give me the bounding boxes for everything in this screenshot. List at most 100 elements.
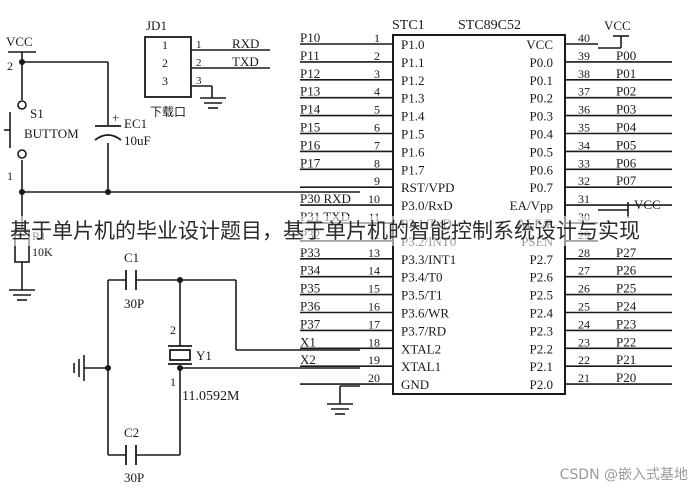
mcu-pin-name-13: P3.3/INT1	[401, 252, 456, 267]
mcu-net-24: P23	[616, 316, 636, 331]
vcc-symbol-pin40	[598, 35, 629, 49]
mcu-pin-name-34: P0.5	[530, 144, 553, 159]
mcu-net-18: X1	[300, 334, 316, 349]
mcu-pin-name-16: P3.6/WR	[401, 306, 449, 321]
mcu-pin-name-4: P1.3	[401, 91, 424, 106]
mcu-pin-number-37: 37	[578, 85, 590, 99]
mcu-pin-name-3: P1.2	[401, 73, 424, 88]
mcu-net-38: P01	[616, 66, 636, 81]
mcu-pin-name-37: P0.2	[530, 91, 553, 106]
mcu-net-19: X2	[300, 352, 316, 367]
mcu-net-23: P22	[616, 334, 636, 349]
mcu-pin-name-14: P3.4/T0	[401, 270, 443, 285]
cap-c1-ref: C1	[124, 250, 139, 265]
mcu-pin-number-15: 15	[368, 282, 380, 296]
mcu-pin-number-26: 26	[578, 282, 590, 296]
mcu-body	[392, 34, 566, 395]
mcu-pin-number-39: 39	[578, 49, 590, 63]
mcu-net-14: P34	[300, 263, 321, 278]
mcu-net-2: P11	[300, 48, 320, 63]
vcc-symbol-pin31	[598, 202, 629, 218]
mcu-pin-name-20: GND	[401, 377, 429, 392]
mcu-pin-name-22: P2.1	[530, 359, 553, 374]
header-pin-2: 2	[162, 56, 168, 70]
mcu-pin-number-6: 6	[374, 121, 380, 135]
cap-c1-icon	[125, 270, 137, 290]
mcu-net-13: P33	[300, 245, 320, 260]
mcu-pin-number-24: 24	[578, 317, 590, 331]
mcu-net-33: P06	[616, 155, 637, 170]
junction-osc-c1	[177, 277, 183, 283]
mcu-pin-number-33: 33	[578, 156, 590, 170]
switch-pin-1: 1	[7, 169, 13, 183]
cap-c2-icon	[125, 445, 137, 465]
mcu-pin-name-40: VCC	[526, 37, 553, 52]
mcu-pin-number-9: 9	[374, 174, 380, 188]
junction-osc-gnd	[105, 365, 111, 371]
mcu-net-22: P21	[616, 352, 636, 367]
header-label: 下载口	[150, 105, 186, 119]
resistor-value: 10K	[32, 245, 53, 259]
mcu-pin-name-28: P2.7	[530, 252, 554, 267]
cap-ec1-value: 10uF	[124, 133, 151, 148]
mcu-pin-number-13: 13	[368, 246, 380, 260]
mcu-pin-number-8: 8	[374, 156, 380, 170]
cap-c1-value: 30P	[124, 296, 144, 311]
mcu-pin-name-23: P2.2	[530, 341, 553, 356]
junction-reset-mid	[19, 189, 25, 195]
junction-osc-c2	[177, 365, 183, 371]
mcu-pin-number-1: 1	[374, 31, 380, 45]
mcu-pin-name-1: P1.0	[401, 37, 424, 52]
mcu-net-15: P35	[300, 281, 320, 296]
mcu-pin-number-7: 7	[374, 138, 380, 152]
cap-c2-value: 30P	[124, 470, 144, 485]
mcu-net-3: P12	[300, 66, 320, 81]
osc-ground-icon	[73, 355, 85, 381]
mcu-pin-name-5: P1.4	[401, 109, 425, 124]
mcu-pin-name-27: P2.6	[530, 270, 554, 285]
cap-ec1-icon	[94, 125, 122, 141]
mcu-pin-name-24: P2.3	[530, 323, 553, 338]
mcu-pin-number-23: 23	[578, 335, 590, 349]
mcu-net-34: P05	[616, 137, 636, 152]
mcu-net-5: P14	[300, 102, 321, 117]
crystal-pin-2: 2	[170, 323, 176, 337]
header-net-rxd: RXD	[232, 36, 259, 51]
mcu-net-7: P16	[300, 137, 321, 152]
mcu-pin-number-31: 31	[578, 192, 590, 206]
header-ground-icon	[200, 97, 226, 109]
mcu-pin-number-35: 35	[578, 121, 590, 135]
mcu-net-21: P20	[616, 370, 636, 385]
mcu-pin-number-22: 22	[578, 353, 590, 367]
mcu-net-26: P25	[616, 281, 636, 296]
header-net-txd: TXD	[232, 54, 259, 69]
mcu-pin-name-10: P3.0/RxD	[401, 198, 453, 213]
mcu-pin-name-8: P1.7	[401, 162, 425, 177]
mcu-pin-name-9: RST/VPD	[401, 180, 454, 195]
header-ref: JD1	[146, 18, 167, 33]
mcu-pin-name-15: P3.5/T1	[401, 288, 443, 303]
mcu-pin-number-40: 40	[578, 31, 590, 45]
mcu-pin-number-34: 34	[578, 138, 590, 152]
mcu-pin-number-10: 10	[368, 192, 380, 206]
vcc-label-reset: VCC	[6, 34, 33, 49]
mcu-net-1: P10	[300, 30, 320, 45]
mcu-pin-name-26: P2.5	[530, 288, 553, 303]
switch-pin-2: 2	[7, 59, 13, 73]
mcu-pin-name-21: P2.0	[530, 377, 553, 392]
cap-ec1-polarity: +	[112, 110, 119, 125]
switch-s1-icon	[4, 100, 27, 159]
mcu-pin-number-14: 14	[368, 264, 380, 278]
mcu-gnd-wire	[339, 385, 360, 404]
header-wires	[191, 49, 270, 98]
mcu-pin-number-19: 19	[368, 353, 380, 367]
mcu-net-28: P27	[616, 245, 637, 260]
mcu-pin-name-38: P0.1	[530, 73, 553, 88]
overlay-title: 基于单片机的毕业设计题目，基于单片机的智能控制系统设计与实现	[10, 216, 694, 246]
mcu-pin-number-32: 32	[578, 174, 590, 188]
mcu-pin-name-18: XTAL2	[401, 341, 441, 356]
mcu-pin-number-18: 18	[368, 335, 380, 349]
mcu-pin-number-21: 21	[578, 371, 590, 385]
mcu-pin-number-38: 38	[578, 67, 590, 81]
